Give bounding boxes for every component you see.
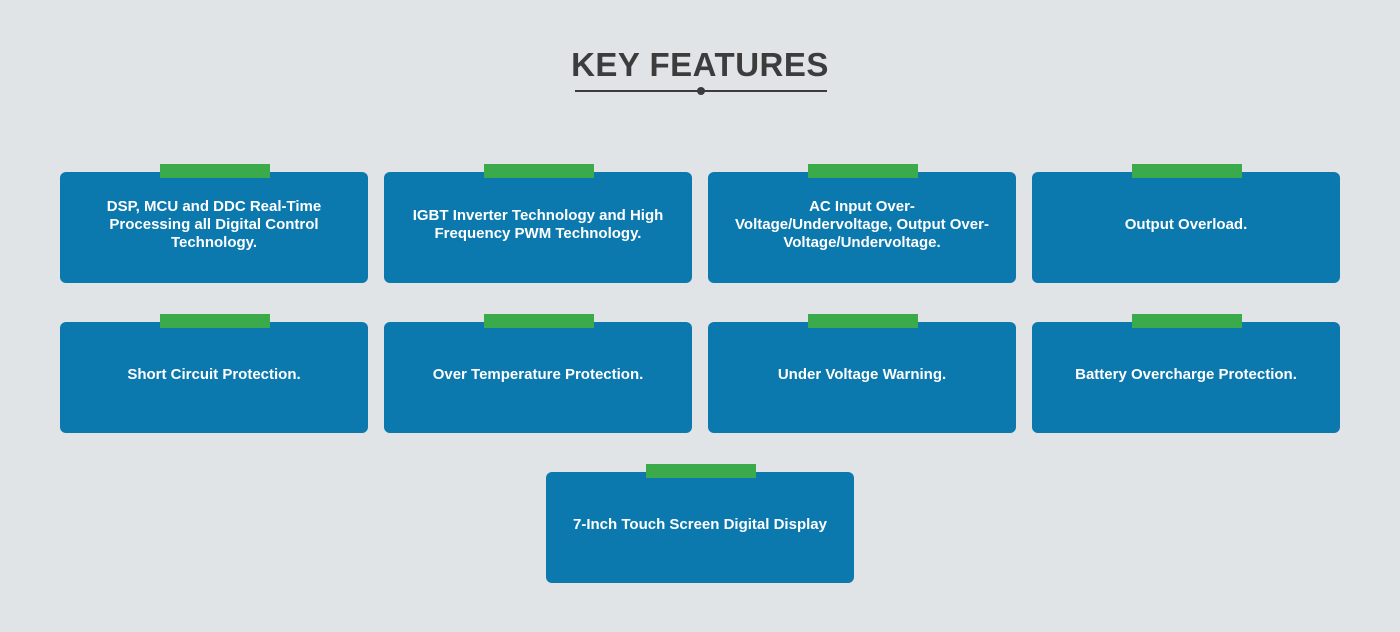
- page-title: KEY FEATURES: [571, 46, 829, 83]
- feature-text: Under Voltage Warning.: [777, 365, 947, 383]
- feature-text: AC Input Over-Voltage/Undervoltage, Outp…: [735, 197, 989, 251]
- feature-text: Short Circuit Protection.: [127, 365, 301, 383]
- feature-card: AC Input Over-Voltage/Undervoltage, Outp…: [708, 164, 1016, 283]
- card-accent-tab: [484, 164, 594, 178]
- feature-text: 7-Inch Touch Screen Digital Display: [573, 515, 827, 533]
- feature-card: Under Voltage Warning.: [708, 314, 1016, 433]
- card-accent-tab: [808, 164, 918, 178]
- feature-text: DSP, MCU and DDC Real-Time Processing al…: [106, 197, 322, 251]
- title-underline-dot: [697, 87, 705, 95]
- card-accent-tab: [1132, 314, 1242, 328]
- feature-card: 7-Inch Touch Screen Digital Display: [546, 464, 854, 583]
- card-accent-tab: [160, 164, 270, 178]
- card-accent-tab: [646, 464, 756, 478]
- card-accent-tab: [808, 314, 918, 328]
- feature-card: Battery Overcharge Protection.: [1032, 314, 1340, 433]
- card-accent-tab: [1132, 164, 1242, 178]
- feature-text: Over Temperature Protection.: [432, 365, 644, 383]
- feature-text: Output Overload.: [1124, 215, 1248, 233]
- feature-card: IGBT Inverter Technology and High Freque…: [384, 164, 692, 283]
- feature-text: Battery Overcharge Protection.: [1075, 365, 1297, 383]
- card-accent-tab: [484, 314, 594, 328]
- card-accent-tab: [160, 314, 270, 328]
- feature-card: Output Overload.: [1032, 164, 1340, 283]
- feature-card: DSP, MCU and DDC Real-Time Processing al…: [60, 164, 368, 283]
- feature-text: IGBT Inverter Technology and High Freque…: [412, 206, 664, 242]
- feature-card: Over Temperature Protection.: [384, 314, 692, 433]
- feature-card: Short Circuit Protection.: [60, 314, 368, 433]
